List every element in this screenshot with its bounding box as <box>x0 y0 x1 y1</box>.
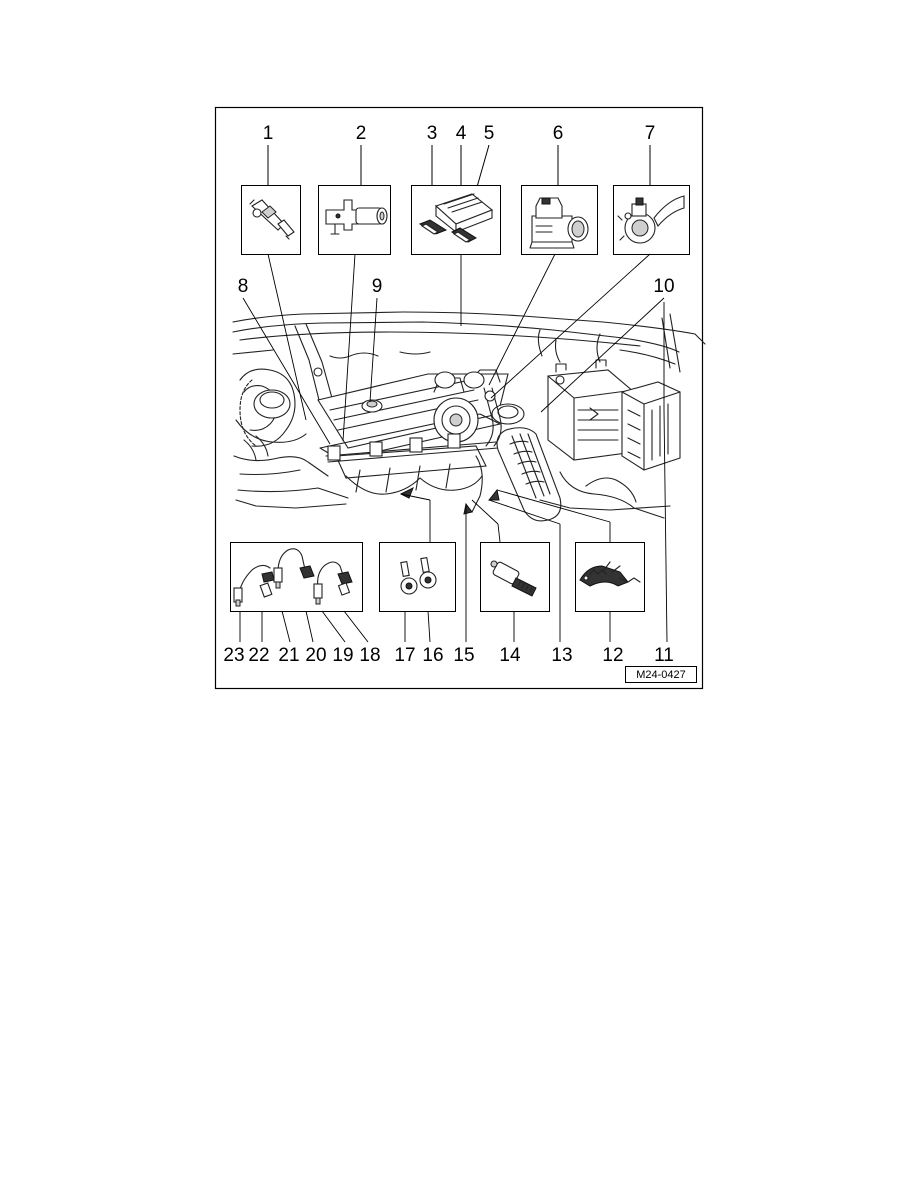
callout-6: 6 <box>553 123 564 144</box>
top-callout-numbers: 1 2 3 4 5 6 7 <box>263 123 656 144</box>
oxygen-sensor-icon <box>259 571 275 598</box>
oxygen-sensor-icon <box>313 561 345 605</box>
callout-14: 14 <box>499 645 521 666</box>
callout-23: 23 <box>223 645 244 666</box>
connector-icon <box>450 227 478 243</box>
bottom-callout-numbers: 23 22 21 20 19 18 17 16 15 14 13 12 11 <box>223 645 673 666</box>
component-box-14 <box>480 542 550 612</box>
callout-17: 17 <box>394 645 415 666</box>
component-box-6 <box>521 185 598 255</box>
camshaft-position-sensor-icon <box>325 199 388 235</box>
component-box-1 <box>241 185 301 255</box>
knock-sensor-icon <box>419 556 437 589</box>
component-box-3-4-5 <box>411 185 501 255</box>
valve-icon <box>617 195 685 244</box>
callout-12: 12 <box>602 645 623 666</box>
component-box-7 <box>613 185 690 255</box>
callout-10: 10 <box>653 276 674 297</box>
callout-11: 11 <box>654 645 674 666</box>
middle-leader-lines <box>242 253 668 643</box>
component-box-16-17 <box>379 542 456 612</box>
callout-9: 9 <box>372 276 383 297</box>
callout-20: 20 <box>305 645 326 666</box>
callout-13: 13 <box>551 645 572 666</box>
wiring-harness-icon <box>579 561 641 587</box>
bottom-leader-lines <box>239 489 611 643</box>
callout-18: 18 <box>359 645 380 666</box>
fuel-injector-icon <box>249 199 295 240</box>
component-box-2 <box>318 185 391 255</box>
connector-icon <box>418 219 448 235</box>
figure-reference-text: M24-0427 <box>636 669 686 681</box>
callout-7: 7 <box>645 123 656 144</box>
callout-1: 1 <box>263 123 274 144</box>
callout-15: 15 <box>453 645 474 666</box>
callout-19: 19 <box>332 645 353 666</box>
oxygen-sensor-icon <box>273 548 307 589</box>
oxygen-sensor-icon <box>337 571 353 596</box>
solenoid-valve-icon <box>490 560 537 597</box>
figure-reference-label: M24-0427 <box>625 666 697 683</box>
callout-22: 22 <box>248 645 269 666</box>
knock-sensor-icon <box>400 560 418 595</box>
middle-callout-numbers: 8 9 10 <box>238 276 675 297</box>
component-box-18-23 <box>230 542 363 612</box>
callout-4: 4 <box>456 123 467 144</box>
callout-21: 21 <box>278 645 299 666</box>
engine-control-module-icon <box>434 193 494 234</box>
callout-3: 3 <box>427 123 438 144</box>
oxygen-sensor-icon <box>233 564 271 607</box>
callout-2: 2 <box>356 123 367 144</box>
oxygen-sensor-icon <box>299 565 315 579</box>
component-box-12 <box>575 542 645 612</box>
callout-16: 16 <box>422 645 443 666</box>
throttle-valve-control-module-icon <box>529 197 589 249</box>
engine-bay-illustration <box>232 311 706 522</box>
callout-5: 5 <box>484 123 495 144</box>
callout-8: 8 <box>238 276 249 297</box>
